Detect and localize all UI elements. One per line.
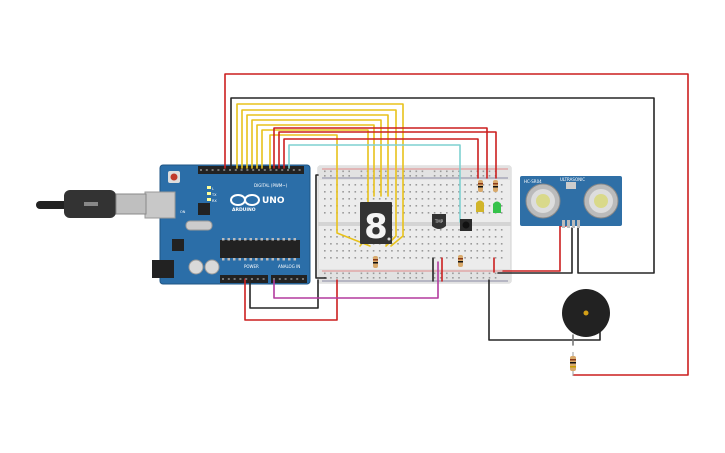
wires: [224, 73, 689, 376]
wire-magenta-analog[interactable]: [273, 261, 439, 299]
digital-header[interactable]: [198, 166, 304, 174]
resistor[interactable]: [493, 180, 498, 192]
l-label: L: [212, 187, 214, 191]
led-green[interactable]: [493, 201, 501, 214]
board-model: UNO: [262, 196, 285, 206]
atmega-chip: [220, 240, 300, 258]
sensor-pin-gnd[interactable]: [577, 220, 580, 228]
sensor-pin-echo[interactable]: [572, 220, 575, 228]
power-label: POWER: [244, 264, 259, 269]
rx-label: RX: [212, 199, 217, 203]
wire-red-sensor-vcc[interactable]: [502, 225, 567, 272]
wire-yellow-3[interactable]: [246, 114, 389, 197]
capacitor: [188, 259, 204, 275]
usb-symbol-icon: [84, 202, 98, 206]
push-button[interactable]: [460, 219, 472, 231]
tx-label: TX: [211, 193, 217, 197]
ultrasonic-sensor[interactable]: ULTRASONIC HC-SR04: [520, 176, 622, 228]
led-yellow[interactable]: [476, 200, 484, 213]
wire-cyan-button[interactable]: [288, 144, 461, 223]
regulator: [172, 239, 184, 251]
l-led: [207, 186, 211, 189]
crystal: [185, 220, 213, 231]
wire-red-5v[interactable]: [244, 278, 338, 321]
arduino-logo-icon: [244, 194, 260, 206]
wire-yellow-1[interactable]: [236, 103, 404, 247]
wire-black-gnd[interactable]: [230, 97, 655, 274]
rx-led: [207, 198, 211, 201]
usb-port[interactable]: [144, 191, 176, 219]
on-label: ON: [180, 210, 186, 214]
wire-yellow-2[interactable]: [241, 109, 397, 247]
seven-segment-display[interactable]: 8: [360, 202, 392, 247]
board-logo-text: ARDUINO: [232, 207, 256, 213]
usb-cable[interactable]: [36, 190, 147, 218]
wire-yellow-4[interactable]: [251, 119, 382, 197]
wire-red-led1[interactable]: [273, 127, 488, 179]
tx-led: [207, 192, 211, 195]
wire-black-rail[interactable]: [315, 174, 327, 279]
usb-plug-metal: [115, 193, 147, 215]
capacitor: [204, 259, 220, 275]
temperature-sensor[interactable]: TMP: [432, 214, 446, 229]
analog-label: ANALOG IN: [278, 264, 300, 269]
sensor-pin-vcc[interactable]: [562, 220, 565, 228]
resistor[interactable]: [458, 255, 463, 267]
display-digit: 8: [364, 207, 388, 247]
resistor[interactable]: [373, 256, 378, 268]
tmp-label: TMP: [434, 219, 444, 224]
resistor[interactable]: [570, 352, 576, 376]
arduino-board[interactable]: UNO ARDUINO DIGITAL (PWM~) POWER ANALOG …: [144, 164, 311, 285]
usb-chip: [198, 203, 210, 215]
resistor[interactable]: [478, 180, 483, 192]
wire-black-board-gnd[interactable]: [249, 278, 319, 309]
digital-label: DIGITAL (PWM~): [254, 183, 288, 188]
sensor-brand: ULTRASONIC: [560, 177, 585, 182]
power-header[interactable]: [220, 275, 268, 283]
wire-black-sensor-gnd[interactable]: [497, 227, 573, 274]
wire-yellow-5[interactable]: [256, 124, 375, 197]
power-jack[interactable]: [152, 260, 174, 278]
wire-yellow-7[interactable]: [269, 134, 371, 247]
sensor-model: HC-SR04: [524, 179, 542, 184]
wire-red-power[interactable]: [224, 73, 689, 376]
sensor-pins[interactable]: [562, 220, 580, 228]
decimal-point: [387, 237, 391, 241]
analog-header[interactable]: [271, 275, 307, 283]
wire-red-sensor[interactable]: [283, 138, 479, 179]
sensor-pin-trig[interactable]: [567, 220, 570, 228]
piezo-buzzer[interactable]: [562, 289, 610, 337]
breadboard[interactable]: [317, 165, 512, 284]
sensor-crystal: [566, 182, 576, 189]
wire-red-led2[interactable]: [278, 131, 497, 179]
